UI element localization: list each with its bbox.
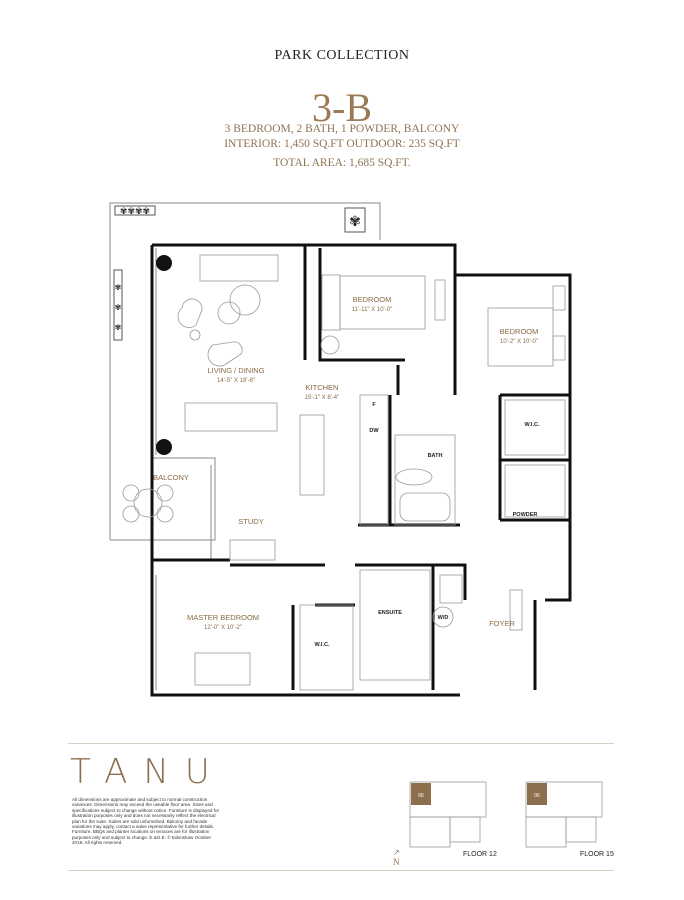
master-label: MASTER BEDROOM [187, 613, 259, 622]
keyplan-floor-12: 06 [409, 781, 487, 848]
bedroom1-dim: 11'-11" X 10'-0" [352, 307, 392, 313]
foyer-label: FOYER [489, 619, 515, 628]
keyplan-floor-15: 06 [525, 781, 603, 848]
bedroom1-label: BEDROOM [353, 295, 392, 304]
bedroom2-label: BEDROOM [500, 327, 539, 336]
powder-label: POWDER [513, 512, 538, 518]
balcony-railing [109, 202, 381, 245]
collection-title: PARK COLLECTION [274, 48, 410, 63]
kitchen-label: KITCHEN [306, 383, 339, 392]
north-arrow: ↗N [393, 848, 400, 867]
unit-description: 3 BEDROOM, 2 BATH, 1 POWDER, BALCONY [224, 123, 460, 135]
study-label: STUDY [238, 517, 263, 526]
balcony-label: BALCONY [153, 473, 189, 482]
unit-highlight [411, 783, 431, 805]
room-labels: BEDROOM 11'-11" X 10'-0" BEDROOM 10'-2" … [153, 295, 540, 648]
wic1-label: W.I.C. [525, 422, 540, 428]
svg-text:✾: ✾ [349, 215, 361, 230]
unit-total-area: TOTAL AREA: 1,685 SQ.FT. [273, 157, 411, 169]
disclaimer-text: All dimensions are approximate and subje… [72, 797, 220, 846]
unit-highlight [527, 783, 547, 805]
unit-areas: INTERIOR: 1,450 SQ.FT OUTDOOR: 235 SQ.FT [224, 138, 460, 150]
floor-15-label: FLOOR 15 [580, 851, 614, 858]
wic2-label: W.I.C. [315, 642, 330, 648]
divider-bottom [68, 870, 614, 871]
living-label: LIVING / DINING [207, 366, 264, 375]
floor-12-label: FLOOR 12 [463, 851, 497, 858]
unit-name: 3-B [312, 85, 372, 130]
dw-label: DW [369, 428, 379, 434]
balcony-edge [110, 457, 216, 541]
north-label: N [393, 857, 400, 867]
svg-text:✾: ✾ [115, 323, 122, 332]
svg-text:✾: ✾ [115, 283, 122, 292]
floor-plan: ✾✾✾✾ ✾ ✾ ✾ ✾ [109, 202, 572, 697]
svg-text:06: 06 [534, 793, 540, 799]
svg-text:✾✾✾✾: ✾✾✾✾ [120, 206, 150, 216]
svg-text:✾: ✾ [115, 303, 122, 312]
living-dim: 14'-5" X 18'-8" [217, 378, 255, 384]
walls [150, 243, 572, 697]
bath-label: BATH [428, 453, 443, 459]
master-dim: 12'-0" X 10'-2" [204, 625, 242, 631]
planter-icon: ✾✾✾✾ ✾ ✾ ✾ ✾ [113, 205, 366, 341]
ensuite-label: ENSUITE [378, 610, 402, 616]
svg-text:06: 06 [418, 793, 424, 799]
divider-top [68, 743, 614, 744]
kitchen-dim: 15'-1" X 8'-4" [305, 395, 340, 401]
bedroom2-dim: 10'-2" X 10'-0" [500, 339, 538, 345]
wd-label: W/D [438, 615, 449, 621]
fridge-label: F [372, 402, 376, 408]
tanu-logo: TANU [70, 752, 226, 792]
